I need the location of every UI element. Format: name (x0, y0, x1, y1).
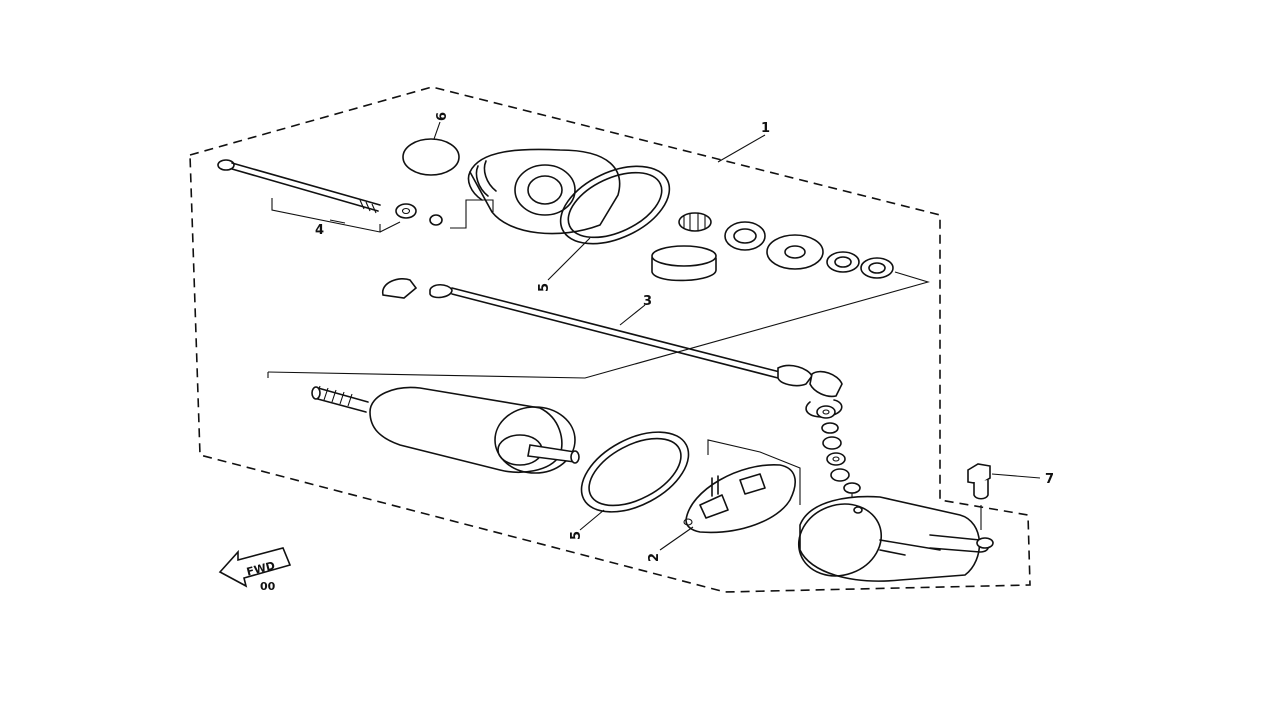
part-4-leader (271, 198, 381, 233)
part-4-through-bolt (217, 159, 443, 226)
internal-small-parts (651, 212, 894, 282)
callout-5-upper: 5 (537, 283, 552, 292)
part-6-o-ring (402, 138, 460, 176)
callout-6: 6 (435, 112, 450, 121)
page-marker: 00 (260, 580, 276, 593)
part-5-seal-ring-lower (580, 431, 690, 513)
part-3-lead-wire (382, 278, 843, 418)
callout-1: 1 (761, 121, 770, 136)
callout-4: 4 (315, 223, 324, 238)
callout-7: 7 (1045, 472, 1054, 487)
callout-2: 2 (647, 553, 662, 562)
part-2-brush-holder (683, 439, 801, 534)
part-7-mounting-bolt (967, 463, 991, 530)
fwd-arrow-icon: FWD (218, 547, 292, 588)
armature (311, 385, 580, 474)
callout-5-lower: 5 (569, 531, 584, 540)
front-cover (450, 148, 621, 235)
rear-cover (797, 495, 994, 582)
part-5-seal-ring-upper (559, 165, 671, 245)
callout-3: 3 (643, 294, 652, 309)
assembly-boundary (189, 86, 1031, 593)
terminal-hardware-stack (816, 405, 861, 510)
